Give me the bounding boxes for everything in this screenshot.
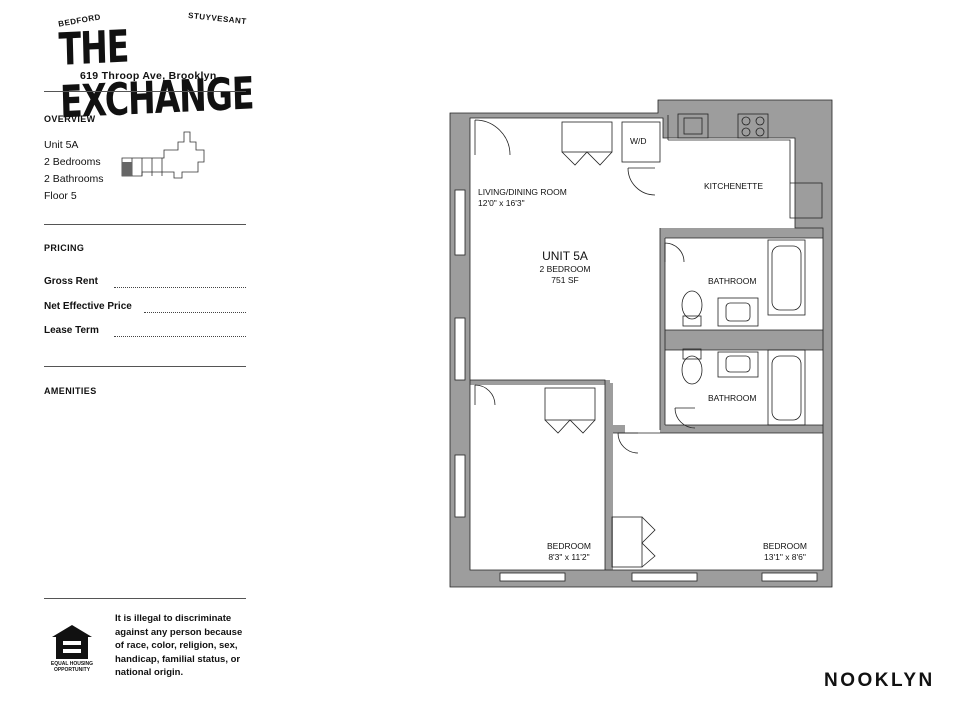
amenities-heading: AMENITIES <box>44 386 97 396</box>
divider <box>44 91 246 92</box>
bathroom-2-label: BATHROOM <box>708 393 757 403</box>
bedroom-1-label: BEDROOM 8'3" x 11'2" <box>547 541 591 563</box>
windows <box>454 189 818 582</box>
living-room-label: LIVING/DINING ROOM 12'0" x 16'3" <box>478 187 567 209</box>
overview-bedrooms: 2 Bedrooms <box>44 156 101 168</box>
key-plan-thumbnail <box>121 131 205 179</box>
overview-unit: Unit 5A <box>44 139 79 151</box>
overview-floor: Floor 5 <box>44 190 77 202</box>
kitchen-counter <box>667 113 823 219</box>
net-effective-leader <box>144 312 246 313</box>
washer-dryer-label: W/D <box>630 136 647 146</box>
floor-plan <box>449 99 833 588</box>
bedroom-1-size: 8'3" x 11'2" <box>548 552 590 562</box>
gross-rent-row: Gross Rent <box>44 276 246 290</box>
washer-dryer <box>621 121 661 163</box>
fair-housing-notice: It is illegal to discriminate against an… <box>115 613 243 679</box>
nooklyn-logo: NOOKLYN <box>824 670 935 691</box>
bathroom-1-label: BATHROOM <box>708 276 757 286</box>
eho-line-2: OPPORTUNITY <box>53 667 91 673</box>
net-effective-row: Net Effective Price <box>44 301 246 315</box>
divider <box>44 598 246 599</box>
building-address: 619 Throop Ave, Brooklyn <box>80 70 217 82</box>
bedroom-2-label: BEDROOM 13'1" x 8'6" <box>763 541 807 563</box>
living-room-name: LIVING/DINING ROOM <box>478 187 567 197</box>
equal-housing-icon <box>52 625 92 659</box>
bath-fixtures <box>681 239 806 426</box>
room-fills <box>470 118 823 570</box>
lease-term-row: Lease Term <box>44 325 246 339</box>
divider <box>44 366 246 367</box>
kitchenette-label: KITCHENETTE <box>704 181 764 191</box>
net-effective-label: Net Effective Price <box>44 301 132 312</box>
unit-title: UNIT 5A <box>542 249 588 263</box>
eho-line-1: EQUAL HOUSING <box>50 661 94 667</box>
unit-area: 751 SF <box>551 275 579 285</box>
overview-heading: OVERVIEW <box>44 114 96 124</box>
living-room-size: 12'0" x 16'3" <box>478 198 525 208</box>
interior-walls <box>470 228 823 570</box>
wall-outlines <box>449 99 833 588</box>
doors <box>474 119 696 454</box>
gross-rent-leader <box>114 287 246 288</box>
lease-term-leader <box>114 336 246 337</box>
bedroom-2-name: BEDROOM <box>763 541 807 551</box>
lease-term-label: Lease Term <box>44 325 99 336</box>
bedroom-2-size: 13'1" x 8'6" <box>764 552 806 562</box>
bedroom-1-name: BEDROOM <box>547 541 591 551</box>
equal-housing-caption: EQUAL HOUSING OPPORTUNITY <box>44 661 100 673</box>
closets <box>544 121 656 568</box>
divider <box>44 224 246 225</box>
key-plan-highlight <box>122 162 132 176</box>
unit-bedrooms: 2 BEDROOM <box>539 264 591 274</box>
gross-rent-label: Gross Rent <box>44 276 98 287</box>
pricing-heading: PRICING <box>44 243 85 253</box>
overview-bathrooms: 2 Bathrooms <box>44 173 104 185</box>
